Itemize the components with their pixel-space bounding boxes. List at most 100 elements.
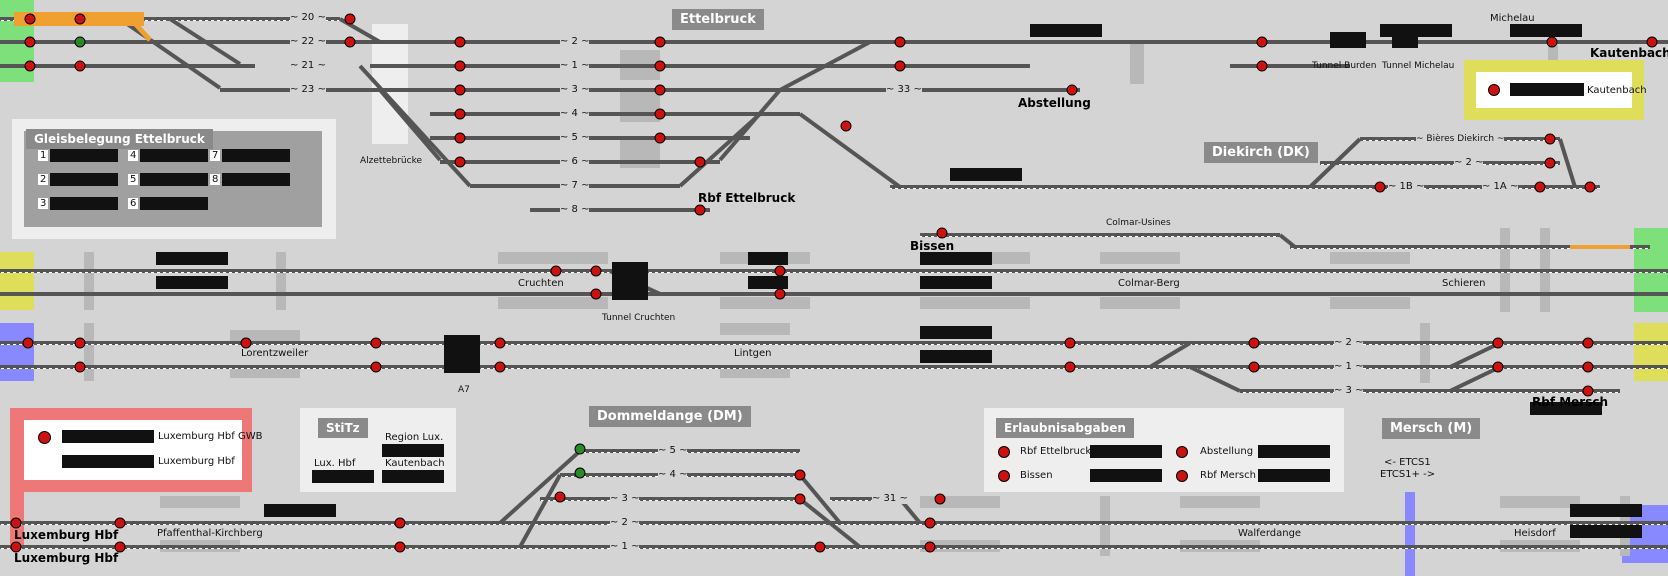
track-ett-5: ~ 5 ~ [560,132,590,143]
erlaubnis-panel: Erlaubnisabgaben Rbf Ettelbruck Abstellu… [984,408,1344,492]
signal-icon[interactable] [1492,361,1504,373]
signal-icon[interactable] [394,517,406,529]
signal-icon[interactable] [454,36,466,48]
signal-icon[interactable] [24,60,36,72]
signal-icon[interactable] [394,541,406,553]
signal-icon[interactable] [1544,157,1556,169]
signal-icon[interactable] [814,541,826,553]
signal-icon[interactable] [654,132,666,144]
signal-icon[interactable] [1064,337,1076,349]
signal-icon[interactable] [1582,361,1594,373]
signal-icon[interactable] [894,60,906,72]
signal-icon[interactable] [74,13,86,25]
signal-icon[interactable] [1544,133,1556,145]
signal-icon[interactable] [22,337,34,349]
signal-icon[interactable] [694,204,706,216]
signal-icon[interactable] [590,265,602,277]
signal-icon[interactable] [1374,181,1386,193]
signal-icon[interactable] [454,132,466,144]
signal-icon[interactable] [554,491,566,503]
signal-icon[interactable] [494,361,506,373]
signal-icon[interactable] [774,288,786,300]
label-kautenbach: Kautenbach [1590,46,1668,60]
signal-icon[interactable] [344,13,356,25]
signal-icon[interactable] [654,36,666,48]
signal-icon[interactable] [1582,385,1594,397]
occupied-track-diagonal [128,16,152,42]
signal-icon[interactable] [794,469,806,481]
signal-icon[interactable] [1534,181,1546,193]
signal-icon[interactable] [840,120,852,132]
signal-icon[interactable] [74,60,86,72]
signal-icon[interactable] [454,60,466,72]
signal-icon[interactable] [1582,337,1594,349]
signal-icon[interactable] [924,517,936,529]
track-mersch-2: ~ 2 ~ [1334,337,1364,348]
signal-icon[interactable] [794,493,806,505]
signal-icon[interactable] [654,60,666,72]
signal-icon[interactable] [924,541,936,553]
signal-icon[interactable] [654,108,666,120]
signal-icon[interactable] [694,156,706,168]
signal-icon[interactable] [454,108,466,120]
occupancy-slot-label: 4 [128,150,139,161]
signal-icon[interactable] [24,36,36,48]
signal-icon[interactable] [590,288,602,300]
signal-icon[interactable] [1248,361,1260,373]
signal-icon[interactable] [114,541,126,553]
signal-icon[interactable] [74,361,86,373]
signal-icon[interactable] [934,493,946,505]
occupancy-slot-display [50,173,118,186]
signal-icon[interactable] [1546,36,1558,48]
signal-icon[interactable] [1066,84,1078,96]
signal-icon[interactable] [74,337,86,349]
signal-icon[interactable] [1584,181,1596,193]
signal-icon[interactable] [10,517,22,529]
signal-icon[interactable] [74,36,86,48]
label-tunnel-michelau: Tunnel Michelau [1382,61,1455,71]
tunnel-a7-block [444,335,480,373]
signal-icon[interactable] [240,337,252,349]
label-colmar-usines: Colmar-Usines [1106,218,1171,228]
signal-icon[interactable] [774,265,786,277]
display-strip [1258,445,1330,458]
signal-icon[interactable] [894,36,906,48]
track-dm-3: ~ 3 ~ [610,493,640,504]
track-dm-1: ~ 1 ~ [610,541,640,552]
signal-icon[interactable] [574,443,586,455]
track-mersch-1: ~ 1 ~ [1334,361,1364,372]
track-ett-7: ~ 7 ~ [560,180,590,191]
signal-icon[interactable] [344,36,356,48]
label-heisdorf: Heisdorf [1514,528,1556,539]
label-bieres-diekirch: ~ Bières Diekirch ~ [1416,134,1505,144]
signal-icon[interactable] [114,517,126,529]
signal-icon[interactable] [654,84,666,96]
occupancy-slot-display [50,197,118,210]
signal-icon[interactable] [454,156,466,168]
signal-icon[interactable] [1256,60,1268,72]
signal-icon[interactable] [574,467,586,479]
zone-blue-mid [1405,492,1415,576]
signal-icon[interactable] [494,337,506,349]
track-ett-8: ~ 8 ~ [560,204,590,215]
signal-icon[interactable] [1248,337,1260,349]
occupancy-slot-label: 2 [38,174,49,185]
signal-icon[interactable] [1646,36,1658,48]
signal-icon[interactable] [550,265,562,277]
signal-icon[interactable] [1064,361,1076,373]
train-number-display [1510,24,1582,37]
signal-icon[interactable] [370,337,382,349]
signal-icon[interactable] [1256,36,1268,48]
signal-icon[interactable] [24,13,36,25]
signal-icon[interactable] [10,541,22,553]
signal-icon[interactable] [1492,337,1504,349]
label-pfaffenthal: Pfaffenthal-Kirchberg [157,528,263,539]
signal-icon[interactable] [454,84,466,96]
signal-icon[interactable] [936,227,948,239]
train-number-display [748,252,788,265]
label-luxemburg-hbf-1: Luxemburg Hbf [14,528,119,542]
signal-icon[interactable] [370,361,382,373]
track-dm-4: ~ 4 ~ [658,469,688,480]
track-ett-6: ~ 6 ~ [560,156,590,167]
